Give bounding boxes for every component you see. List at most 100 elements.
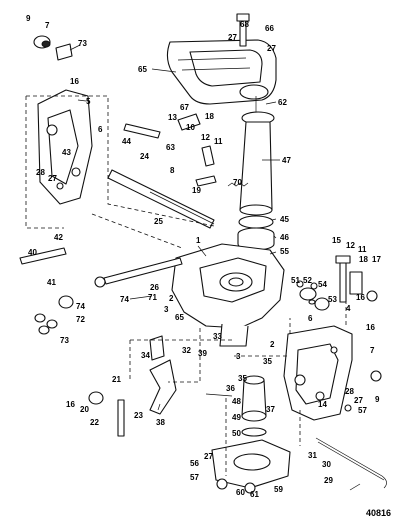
leader-lines (69, 44, 361, 491)
callout-40: 40 (28, 248, 37, 257)
callout-labels: 9 7 73 68 66 27 27 65 16 5 62 67 13 10 1… (26, 14, 381, 499)
callout-27-lower: 27 (204, 452, 213, 461)
callout-67: 65 (138, 65, 147, 74)
callout-33: 33 (213, 332, 222, 341)
swivel-pin (241, 375, 267, 437)
callout-1: 1 (196, 236, 201, 245)
washers-left (34, 295, 74, 335)
callout-29: 29 (324, 476, 333, 485)
callout-73: 72 (76, 315, 85, 324)
callout-57-lower: 57 (190, 473, 199, 482)
callout-60: 60 (236, 488, 245, 497)
callout-9: 9 (26, 14, 31, 23)
callout-16-r2: 16 (366, 323, 375, 332)
callout-16-lower: 16 (66, 400, 75, 409)
callout-18-right: 18 (359, 255, 368, 264)
callout-6: 6 (98, 125, 103, 134)
callout-47: 47 (282, 156, 291, 165)
callout-19: 19 (192, 186, 201, 195)
callout-75: 73 (78, 39, 87, 48)
callout-14: 14 (318, 400, 327, 409)
callout-5: 5 (86, 97, 91, 106)
callout-12-right: 12 (346, 241, 355, 250)
callout-65: 65 (175, 313, 184, 322)
callout-22: 22 (90, 418, 99, 427)
hardware-right (296, 271, 382, 412)
callout-46: 46 (280, 233, 289, 242)
clamp-bracket-left (37, 89, 93, 205)
callout-68: 66 (265, 24, 274, 33)
callout-11-right: 11 (358, 245, 367, 254)
callout-16-right: 16 (356, 293, 365, 302)
callout-66: 70 (233, 178, 242, 187)
springs-and-pins (123, 113, 249, 187)
callout-21: 21 (112, 375, 121, 384)
clamp-bracket-right (283, 325, 353, 421)
spacers (299, 287, 330, 311)
callout-7: 7 (45, 21, 50, 30)
callout-26: 26 (150, 283, 159, 292)
callout-18: 18 (205, 112, 214, 121)
callout-38: 38 (156, 418, 165, 427)
callout-72-mid: 74 (120, 295, 129, 304)
diagram-id: 40816 (366, 508, 391, 518)
callout-55: 55 (280, 247, 289, 256)
callout-8: 8 (170, 166, 175, 175)
callout-32: 32 (182, 346, 191, 355)
callout-20: 20 (80, 405, 89, 414)
callout-53: 53 (328, 295, 337, 304)
callout-12: 12 (201, 133, 210, 142)
callout-3-lower: 3 (236, 352, 241, 361)
steering-tube (239, 96, 275, 216)
callout-57: 57 (358, 406, 367, 415)
callout-11-top: 11 (214, 137, 223, 146)
callout-31: 31 (308, 451, 317, 460)
callout-51: 51 (291, 276, 300, 285)
callout-27-top-right: 27 (267, 44, 276, 53)
levers-lower-left (88, 335, 177, 437)
tilt-tube (19, 169, 215, 265)
tilt-lock-rod (315, 437, 387, 489)
long-bolt (94, 257, 183, 288)
callout-30: 30 (322, 460, 331, 469)
callout-16-top: 16 (70, 77, 79, 86)
lower-clamp (211, 439, 291, 494)
callout-28-right: 28 (345, 387, 354, 396)
bolts-upper-right (236, 13, 351, 303)
callout-37: 37 (266, 405, 275, 414)
callout-25: 25 (154, 217, 163, 226)
callout-50: 50 (232, 429, 241, 438)
callout-42: 42 (54, 233, 63, 242)
callout-7-right: 7 (370, 346, 375, 355)
callout-56: 56 (190, 459, 199, 468)
callout-52: 52 (303, 276, 312, 285)
callout-54: 54 (318, 280, 327, 289)
callout-62: 62 (278, 98, 287, 107)
callout-23: 23 (134, 411, 143, 420)
callout-17: 17 (372, 255, 381, 264)
callout-34: 34 (141, 351, 150, 360)
callout-3: 3 (164, 305, 169, 314)
callout-15: 15 (332, 236, 341, 245)
callout-4: 4 (346, 304, 351, 313)
callout-70: 68 (240, 20, 249, 29)
callout-13: 13 (168, 113, 177, 122)
callout-36: 36 (226, 384, 235, 393)
callout-9-right: 9 (375, 395, 380, 404)
callout-2: 2 (169, 294, 174, 303)
callout-69: 67 (180, 103, 189, 112)
callout-35-b: 35 (238, 374, 247, 383)
callout-74: 73 (60, 336, 69, 345)
callout-24: 24 (140, 152, 149, 161)
callout-44: 44 (122, 137, 131, 146)
cap-and-knob (33, 35, 73, 61)
callout-48: 48 (232, 397, 241, 406)
callout-61: 61 (250, 490, 259, 499)
callout-41: 41 (47, 278, 56, 287)
callout-27-top: 27 (228, 33, 237, 42)
callout-35: 35 (263, 357, 272, 366)
swivel-bracket (171, 243, 285, 347)
dashed-leaders (25, 95, 347, 476)
callout-27-right: 27 (354, 396, 363, 405)
